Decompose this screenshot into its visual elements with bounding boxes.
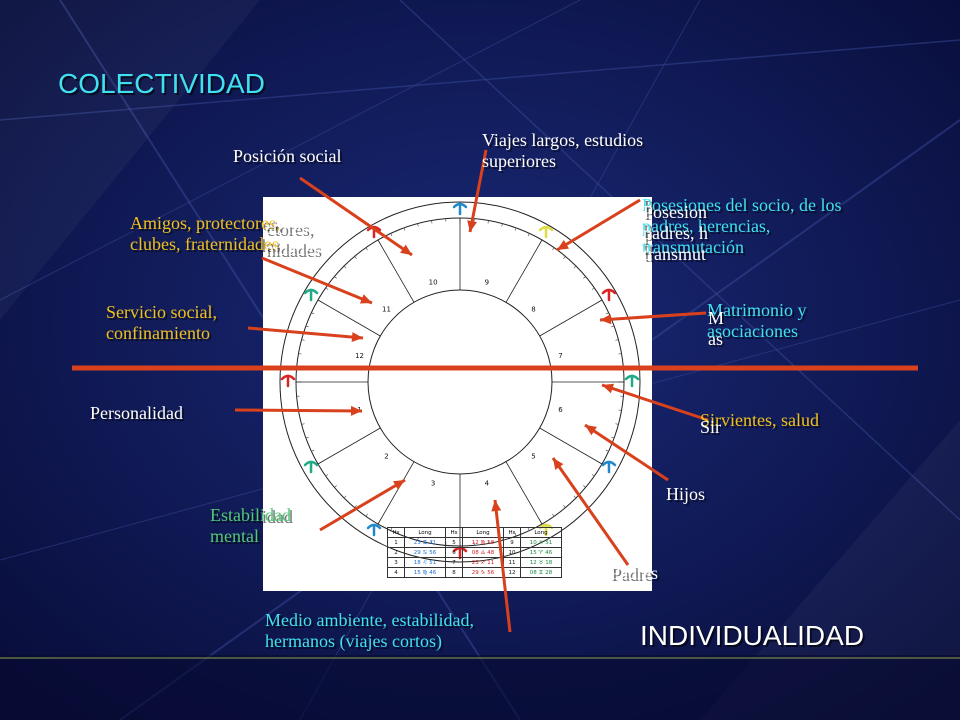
house-7-overlap-fragment: M as [708,308,725,349]
libra-icon [624,374,640,388]
table-header-cell: Hs [387,527,405,538]
table-header-cell: Long [520,527,562,538]
table-cell: 10 [503,547,521,558]
house-5-label: Hijos [666,484,706,504]
table-header-cell: Hs [445,527,463,538]
table-cell: 29 ♋ 56 [404,547,446,558]
table-cell: 18 ♌ 51 [404,557,446,568]
aquarius-icon [366,225,382,239]
house-1-label: Personalidad [90,403,183,423]
house-number-10: 10 [429,279,438,287]
table-cell: 3 [387,557,405,568]
house-number-9: 9 [485,279,489,287]
pisces-icon [303,288,319,302]
house-12-label: Servicio social, confinamiento [106,302,217,343]
house-6-label: Sirvientes, salud [700,410,819,430]
table-cell: 8 [445,567,463,578]
house-11-overlap-fragment: ctores, nidades [265,218,320,259]
table-cell: 08 ♎ 48 [462,547,504,558]
table-cell: 9 [503,537,521,548]
house-number-1: 1 [357,406,361,414]
table-cell: 5 [445,537,463,548]
house-number-3: 3 [431,479,435,487]
table-header-cell: Hs [503,527,521,538]
house-3-label: Medio ambiente, estabilidad, hermanos (v… [265,610,474,651]
house-number-2: 2 [384,453,388,461]
house-4-label: Padres [610,563,658,583]
table-cell: 15 ♈ 46 [520,547,562,558]
table-cell: 6 [445,547,463,558]
house-number-12: 12 [355,352,364,360]
table-cell: 4 [387,567,405,578]
table-cell: 2 [387,547,405,558]
table-cell: 12 ♉ 18 [520,557,562,568]
table-cell: 1 [387,537,405,548]
table-header-cell: Long [462,527,504,538]
table-header-cell: Long [404,527,446,538]
house-10-label: Posición social [233,146,342,166]
table-cell: 15 ♍ 46 [404,567,446,578]
house-number-6: 6 [558,406,563,414]
scorpio-icon [601,288,617,302]
virgo-icon [601,460,617,474]
collective-heading: COLECTIVIDAD [58,68,265,99]
capricorn-icon [452,202,468,216]
house-number-8: 8 [531,305,535,313]
house-9-label: Viajes largos, estudios superiores [482,130,644,171]
table-cell: 7 [445,557,463,568]
table-cell: 08 ♊ 28 [520,567,562,578]
house-6-overlap-fragment: Sir [700,417,722,437]
house-11-label: Amigos, protectores, clubes, fraternidad… [130,213,281,254]
table-cell: 12 [503,567,521,578]
house-7-label: Matrimonio y asociaciones [707,300,807,341]
house-number-11: 11 [382,305,391,313]
table-cell: 23 ♊ 11 [404,537,446,548]
house-2-label: Estabilidad mental [210,505,291,546]
gemini-icon [366,523,382,537]
aries-icon [280,374,296,388]
sagittarius-icon [538,225,554,239]
house-8-label: Posesiones del socio, de los padres, her… [642,195,842,257]
individual-heading: INDIVIDUALIDAD [640,620,865,651]
table-cell: 11 [503,557,521,568]
table-cell: 10 ♓ 51 [520,537,562,548]
house-number-5: 5 [531,453,535,461]
house-number-7: 7 [558,352,562,360]
house-number-4: 4 [485,479,490,487]
house-8-overlap-fragment: Posesion padres, h transmut [643,202,708,264]
taurus-icon [303,460,319,474]
table-cell: 23 ♐ 11 [462,557,504,568]
table-cell: 29 ♑ 56 [462,567,504,578]
table-cell: 12 ♍ 18 [462,537,504,548]
